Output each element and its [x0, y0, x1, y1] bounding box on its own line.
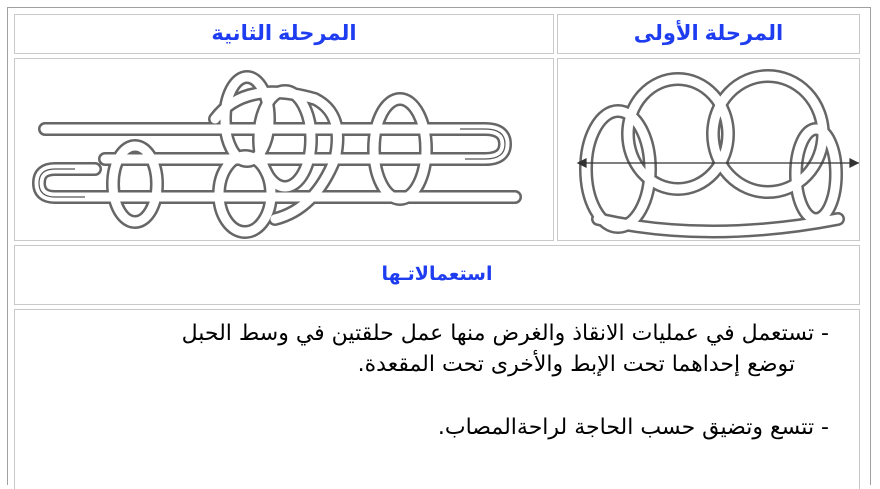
knot-stage-one-image [576, 69, 859, 239]
uses-line-3: - تتسع وتضيق حسب الحاجة لراحةالمصاب. [437, 415, 829, 440]
uses-heading: استعمالاتـها [14, 245, 860, 305]
stage-one-image-cell [557, 58, 860, 241]
stage-two-image-cell [14, 58, 554, 241]
stage-one-header: المرحلة الأولى [557, 14, 860, 54]
uses-description: - تستعمل في عمليات الانقاذ والغرض منها ع… [14, 309, 860, 489]
knot-stage-two-image [32, 70, 522, 239]
knot-table: المرحلة الثانية المرحلة الأولى [7, 7, 871, 489]
stage-two-header: المرحلة الثانية [14, 14, 554, 54]
uses-line-2: توضع إحداهما تحت الإبط والأخرى تحت المقع… [357, 352, 795, 377]
uses-line-1: - تستعمل في عمليات الانقاذ والغرض منها ع… [181, 321, 829, 346]
